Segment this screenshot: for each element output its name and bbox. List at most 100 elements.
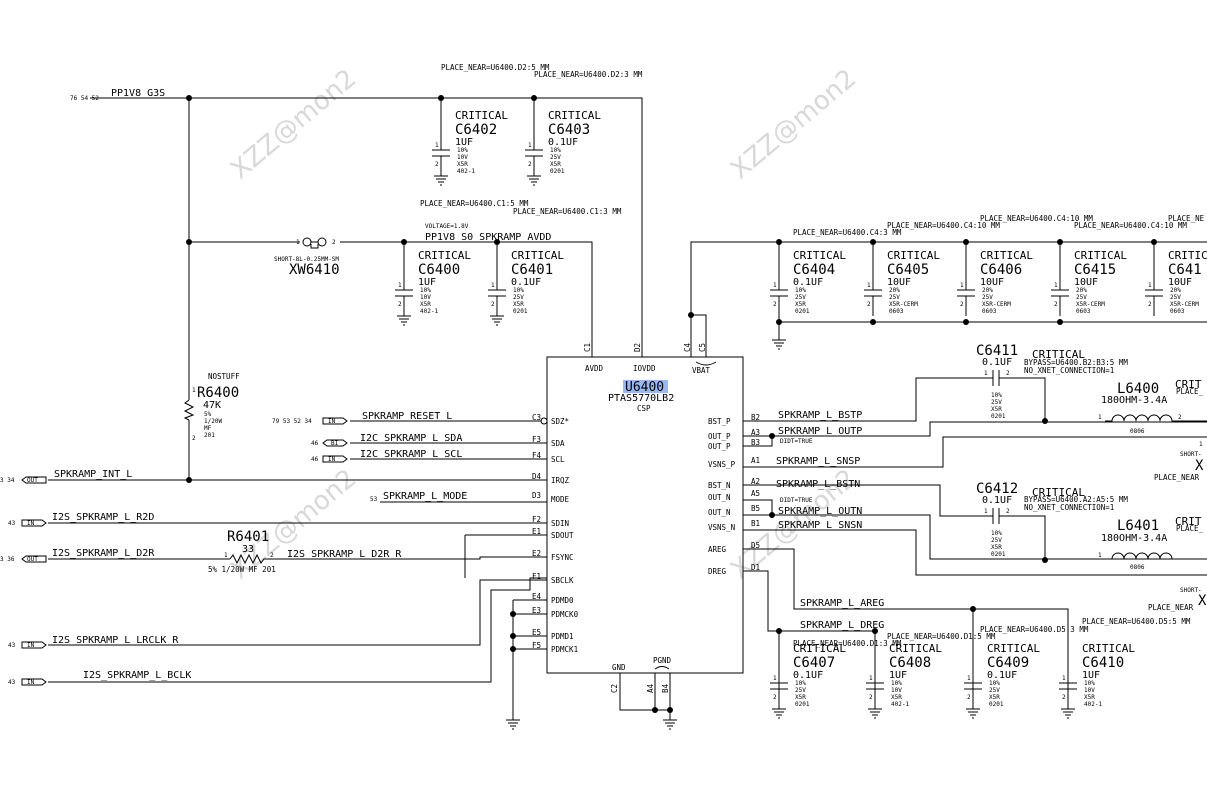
cap-param: 0201 xyxy=(550,168,565,175)
net-dreg: SPKRAMP_L_DREG xyxy=(800,620,884,631)
junction xyxy=(872,628,878,634)
l6401-pkg: 0806 xyxy=(1130,564,1145,571)
cap-param: 25V xyxy=(1170,294,1181,301)
cap-param: 10% xyxy=(891,680,902,687)
ground-icon xyxy=(772,334,786,350)
lrclk-page: 43 xyxy=(8,642,16,649)
scl-page: 46 xyxy=(311,456,319,463)
ic-ref-highlight xyxy=(623,380,668,393)
ic-left-pin-num: E3 xyxy=(532,606,541,615)
cap-pin2: 2 xyxy=(1148,301,1152,308)
junction xyxy=(186,477,192,483)
cap-val: 0.1UF xyxy=(548,137,578,148)
l6400-ref: L6400 xyxy=(1117,381,1159,397)
inductor-l6400: L6400 CRIT 180OHM-3.4A 0806 1 2 xyxy=(1098,378,1207,435)
cap-param: X5R xyxy=(1084,694,1095,701)
cap-param: X5R xyxy=(795,301,806,308)
capacitors: 12CRITICALC64021UF10%10VX5R402-112CRITIC… xyxy=(395,109,1207,709)
ic-right-pin-num: D1 xyxy=(751,563,760,572)
ic-left-pin-num: E1 xyxy=(532,527,541,536)
cap-pin1: 1 xyxy=(1054,282,1058,289)
ic-left-pin-num: D3 xyxy=(532,491,541,500)
cap-pin1: 1 xyxy=(867,282,871,289)
cap-param: X5R xyxy=(550,161,561,168)
ic-right-pin-name: OUT_N xyxy=(708,508,731,517)
cap-param: 10V xyxy=(891,687,902,694)
l6401-pin1: 1 xyxy=(1098,552,1102,559)
ic-left-pin-name: SDZ* xyxy=(551,417,569,426)
cap-val: 10UF xyxy=(1074,277,1098,288)
cap-param: 10% xyxy=(457,147,468,154)
ic-left-pin-name: PDMCK1 xyxy=(551,645,578,654)
cap-param: 25V xyxy=(1076,294,1087,301)
sdz-bubble xyxy=(540,417,548,425)
ic-right-pin-num: D5 xyxy=(751,541,760,550)
l6400-pkg: 0806 xyxy=(1130,428,1145,435)
int-pages: 3 34 xyxy=(0,477,15,484)
cap-pin2: 2 xyxy=(967,694,971,701)
l6400-crit: CRIT xyxy=(1175,378,1202,391)
cap-pin1: 1 xyxy=(773,675,777,682)
cap-param: 402-1 xyxy=(420,308,438,315)
cap-param: X5R xyxy=(457,161,468,168)
junction xyxy=(510,633,516,639)
didt-n: DIDT=TRUE xyxy=(780,497,813,504)
ic-left-pin-name: SCL xyxy=(551,455,565,464)
cap-pin2: 2 xyxy=(773,694,777,701)
junction xyxy=(510,646,516,652)
note-noxnet-p: NO_XNET_CONNECTION=1 xyxy=(1024,366,1114,375)
ic-left-pin-num: F3 xyxy=(532,435,541,444)
connector-label: OUT xyxy=(27,477,38,484)
net-snsn: SPKRAMP_L_SNSN xyxy=(778,520,862,531)
connector-in-r2d: IN xyxy=(21,519,47,527)
cap-param: 402-1 xyxy=(457,168,475,175)
xw-right-a: SHORT- xyxy=(1180,451,1202,458)
cap-param: 25V xyxy=(991,537,1002,544)
connector-label: IN xyxy=(27,642,35,649)
l6401-val: 180OHM-3.4A xyxy=(1101,533,1167,544)
pin-num-a4: A4 xyxy=(646,683,655,693)
wire-outp-b3 xyxy=(743,436,773,447)
connector-label: BI xyxy=(331,440,339,447)
cap-param: 0603 xyxy=(1170,308,1185,315)
cap-pin1: 1 xyxy=(1062,675,1066,682)
cap-critical: CRITICAL xyxy=(511,249,564,262)
pin-avdd: AVDD xyxy=(585,364,604,373)
junction xyxy=(963,319,969,325)
wire-outn xyxy=(743,514,1207,560)
cap-param: X5R-CERM xyxy=(1076,301,1105,308)
cap-ref: C6412 xyxy=(976,481,1018,497)
note-c4-10c: PLACE_NEAR=U6400.C4:10 MM xyxy=(1074,221,1187,230)
cap-val: 10UF xyxy=(887,277,911,288)
cap-pin2: 2 xyxy=(773,301,777,308)
wire-lrclk xyxy=(48,579,547,646)
net-sda: I2C_SPKRAMP_L_SDA xyxy=(360,433,462,444)
ic-left-pin-num: E5 xyxy=(532,628,541,637)
wire-outn-a5 xyxy=(743,499,773,515)
note-cut3: PLACE_ xyxy=(1176,524,1204,533)
ic-right-pin-name: OUT_P xyxy=(708,442,731,451)
cap-param: 0201 xyxy=(991,413,1006,420)
ground-icon xyxy=(966,703,980,719)
cap-val: 0.1UF xyxy=(793,670,823,681)
junction xyxy=(970,606,976,612)
cap-pin1: 1 xyxy=(435,142,439,149)
connector-label: OUT xyxy=(27,556,38,563)
ic-left-pin-num: E4 xyxy=(532,592,542,601)
junction xyxy=(769,512,775,518)
ic-right-pin-name: OUT_N xyxy=(708,493,731,502)
voltage-label: VOLTAGE=1.8V xyxy=(425,223,469,230)
ic-right-pin-num: B1 xyxy=(751,519,760,528)
net-scl: I2C_SPKRAMP_L_SCL xyxy=(360,449,462,460)
ic-right-pin-num: A2 xyxy=(751,477,760,486)
ic-right-pin-name: VSNS_P xyxy=(708,460,736,469)
cap-param: X5R xyxy=(420,301,431,308)
cap-val: 1UF xyxy=(889,670,907,681)
pin-iovdd: IOVDD xyxy=(633,364,656,373)
